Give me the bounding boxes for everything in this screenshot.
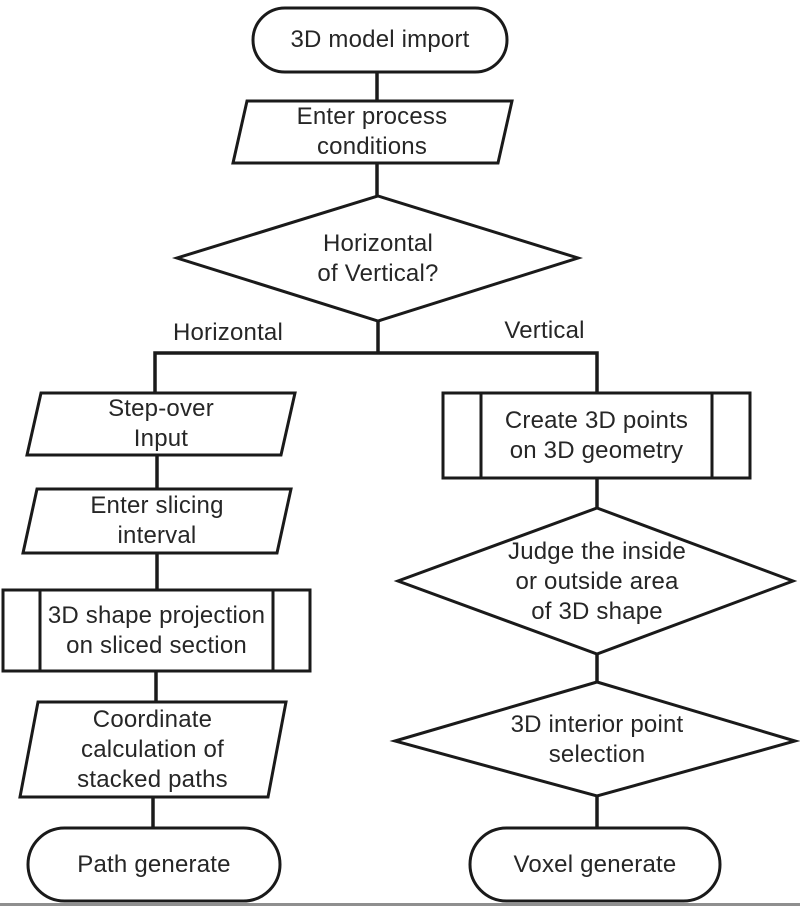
diamond-shape-orientation-decision: [171, 194, 584, 323]
predefined-process-shape-projection: [1, 588, 312, 673]
node-shapes: [1, 6, 800, 903]
branch-split-line: [153, 351, 599, 394]
predefined-process-shape-create-points: [441, 391, 752, 480]
parallelogram-shape-coordinate-calculation: [18, 700, 288, 799]
branch-label-horizontal: Horizontal: [172, 319, 284, 346]
terminator-shape-path-generate: [26, 826, 282, 903]
screenshot-bottom-edge: [0, 903, 800, 906]
branch-label-vertical: Vertical: [504, 317, 585, 344]
diamond-shape-judge-area: [393, 506, 798, 656]
terminator-shape-start: [251, 6, 509, 74]
diamond-shape-interior-selection: [389, 680, 800, 798]
parallelogram-shape-step-over: [25, 391, 297, 457]
terminator-shape-voxel-generate: [468, 826, 722, 903]
parallelogram-shape-enter-process: [231, 99, 514, 165]
connector-lines: [151, 71, 599, 829]
parallelogram-shape-enter-slicing: [21, 487, 293, 555]
